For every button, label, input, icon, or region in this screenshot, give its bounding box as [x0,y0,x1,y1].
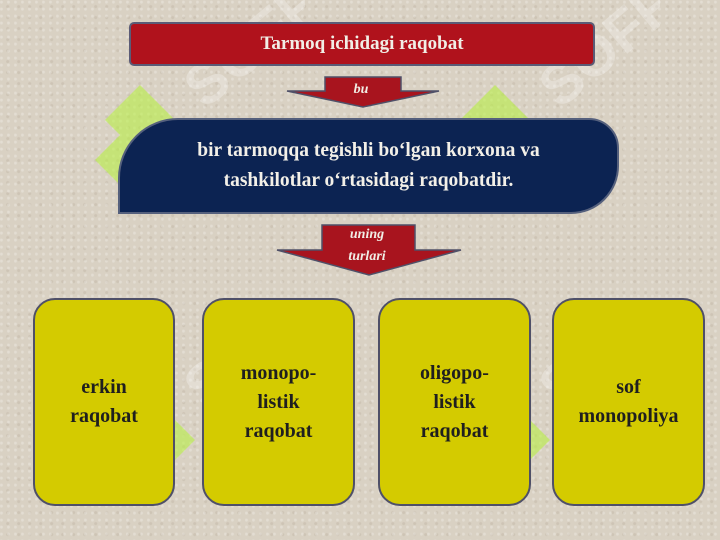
arrow-2-label: uning turlari [348,227,386,264]
definition-text: bir tarmoqqa tegishli bo‘lgan korxona va… [197,140,540,191]
type-label: erkin raqobat [70,376,138,427]
down-arrow-1 [286,76,440,108]
type-label: sof monopoliya [578,376,679,427]
type-box-erkin-raqobat: erkin raqobat [33,298,175,506]
definition-box: bir tarmoqqa tegishli bo‘lgan korxona va… [118,118,619,214]
arrow-1-label: bu [353,82,369,97]
diagram-title: Tarmoq ichidagi raqobat [129,22,595,66]
type-box-oligopolistik-raqobat: oligopo- listik raqobat [378,298,531,506]
down-arrow-2 [276,224,462,276]
type-box-sof-monopoliya: sof monopoliya [552,298,705,506]
type-label: oligopo- listik raqobat [420,361,489,442]
type-box-monopolistik-raqobat: monopo- listik raqobat [202,298,355,506]
type-label: monopo- listik raqobat [240,361,317,442]
